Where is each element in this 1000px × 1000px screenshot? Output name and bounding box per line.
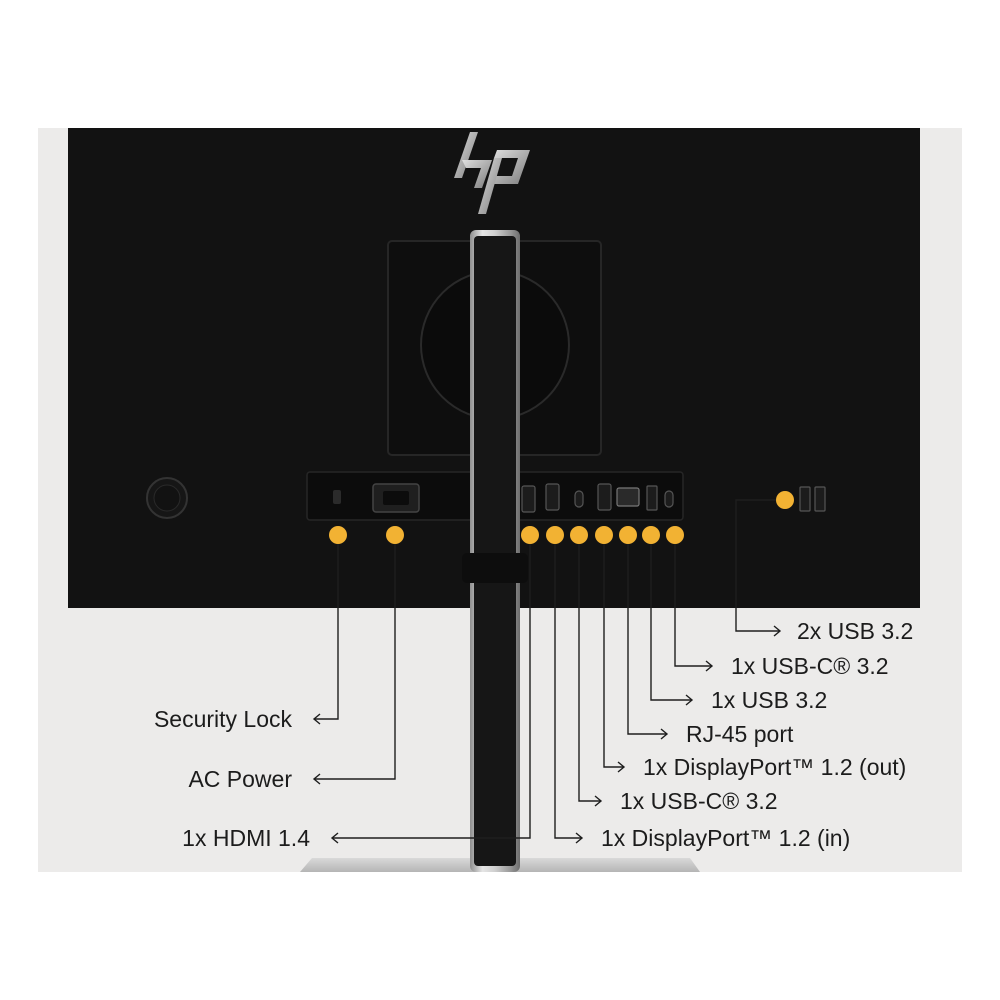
label-usb-c-1: 1x USB-C® 3.2 — [620, 788, 778, 814]
callout-markers — [329, 491, 794, 544]
callout-leaders — [312, 499, 785, 844]
leader-line-displayport-out — [603, 535, 624, 768]
label-rj45: RJ-45 port — [686, 721, 794, 747]
label-displayport-out: 1x DisplayPort™ 1.2 (out) — [643, 754, 907, 780]
leader-line-hdmi — [332, 535, 531, 839]
usb-a-side-port-1 — [799, 486, 811, 512]
arrowhead-ac-power — [312, 773, 321, 785]
marker-rj45 — [619, 526, 637, 544]
label-ac-power: AC Power — [188, 766, 292, 792]
leader-line-usb-c-1 — [578, 535, 601, 802]
leader-line-security-lock — [314, 535, 339, 720]
label-usb-a-2x: 2x USB 3.2 — [797, 618, 914, 644]
label-security-lock: Security Lock — [153, 706, 292, 732]
marker-usb-a-2x — [776, 491, 794, 509]
marker-ac-power — [386, 526, 404, 544]
arrowhead-usb-c-2 — [705, 660, 714, 672]
arrowhead-usb-c-1 — [594, 795, 603, 807]
marker-hdmi — [521, 526, 539, 544]
usb-a-port — [646, 485, 658, 511]
arrowhead-displayport-out — [617, 761, 626, 773]
security-lock-slot — [333, 490, 341, 504]
leader-line-ac-power — [314, 535, 396, 780]
arrowhead-rj45 — [660, 728, 669, 740]
usb-c-port-2 — [664, 490, 674, 508]
label-hdmi: 1x HDMI 1.4 — [182, 825, 310, 851]
marker-displayport-out — [595, 526, 613, 544]
leader-line-displayport-in — [554, 535, 582, 839]
arrowhead-displayport-in — [575, 832, 584, 844]
hp-logo — [454, 132, 530, 214]
leader-line-usb-a-2x — [735, 499, 785, 632]
hdmi-port — [521, 485, 536, 513]
leader-line-rj45 — [627, 535, 667, 735]
label-displayport-in: 1x DisplayPort™ 1.2 (in) — [601, 825, 851, 851]
arrowhead-usb-a — [685, 694, 694, 706]
label-usb-a: 1x USB 3.2 — [711, 687, 828, 713]
arrowhead-usb-a-2x — [773, 625, 782, 637]
leader-line-usb-a — [650, 535, 692, 701]
displayport-in-port — [545, 483, 560, 511]
usb-a-side-port-2 — [814, 486, 826, 512]
arrowhead-hdmi — [330, 832, 339, 844]
marker-usb-a — [642, 526, 660, 544]
marker-security-lock — [329, 526, 347, 544]
marker-usb-c-2 — [666, 526, 684, 544]
rj45-port — [616, 487, 640, 507]
marker-usb-c-1 — [570, 526, 588, 544]
displayport-out-port — [597, 483, 612, 511]
arrowhead-security-lock — [312, 713, 321, 725]
cable-clip — [462, 553, 528, 583]
leader-line-usb-c-2 — [674, 535, 712, 667]
marker-displayport-in — [546, 526, 564, 544]
usb-c-port-1 — [574, 490, 584, 508]
label-usb-c-2: 1x USB-C® 3.2 — [731, 653, 889, 679]
